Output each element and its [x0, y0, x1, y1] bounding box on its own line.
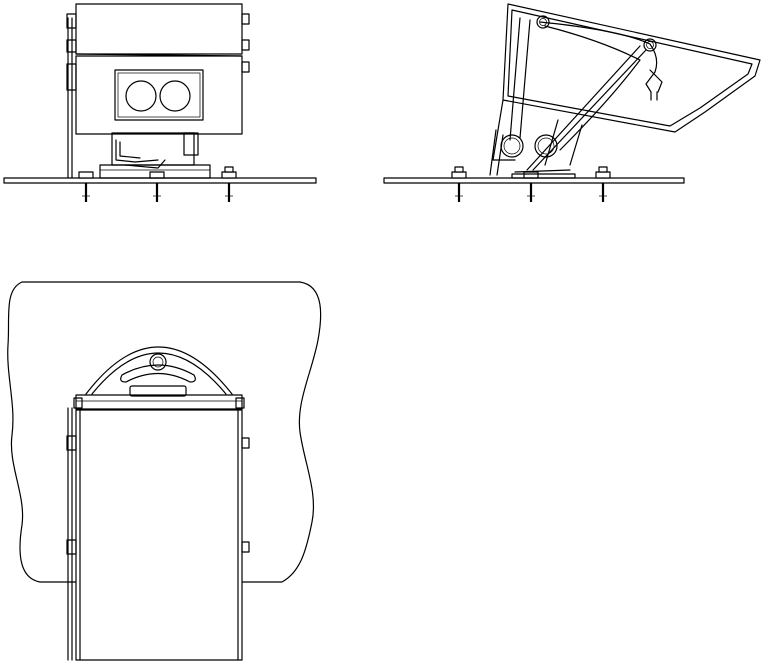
- lens-side-right: [534, 134, 558, 158]
- base-plate: [3, 177, 317, 184]
- fastener-top-side: [536, 15, 550, 29]
- support-post: [111, 132, 195, 166]
- housing-top: [75, 409, 243, 661]
- fastener-top: [149, 353, 167, 371]
- front-view: [3, 3, 317, 202]
- base-plate-side: [383, 177, 685, 184]
- mount-bolts-side: [451, 166, 611, 202]
- housing-upper: [75, 3, 243, 55]
- lens-left: [125, 80, 157, 112]
- side-clips: [66, 13, 250, 91]
- swivel-dome: [85, 346, 233, 395]
- side-clips-top: [66, 397, 250, 555]
- mount-bolts: [78, 166, 237, 202]
- lens-side-left: [500, 134, 524, 158]
- swivel-base-side: [511, 173, 576, 179]
- base-plate-top: [7, 281, 322, 583]
- side-view: [383, 3, 761, 202]
- top-view: [7, 281, 322, 661]
- lens-window: [114, 69, 204, 121]
- housing-lower: [75, 55, 243, 135]
- housing-lip: [75, 394, 243, 410]
- housing-side: [502, 3, 761, 133]
- lens-right: [159, 80, 191, 112]
- fastener-mid-side: [643, 38, 657, 52]
